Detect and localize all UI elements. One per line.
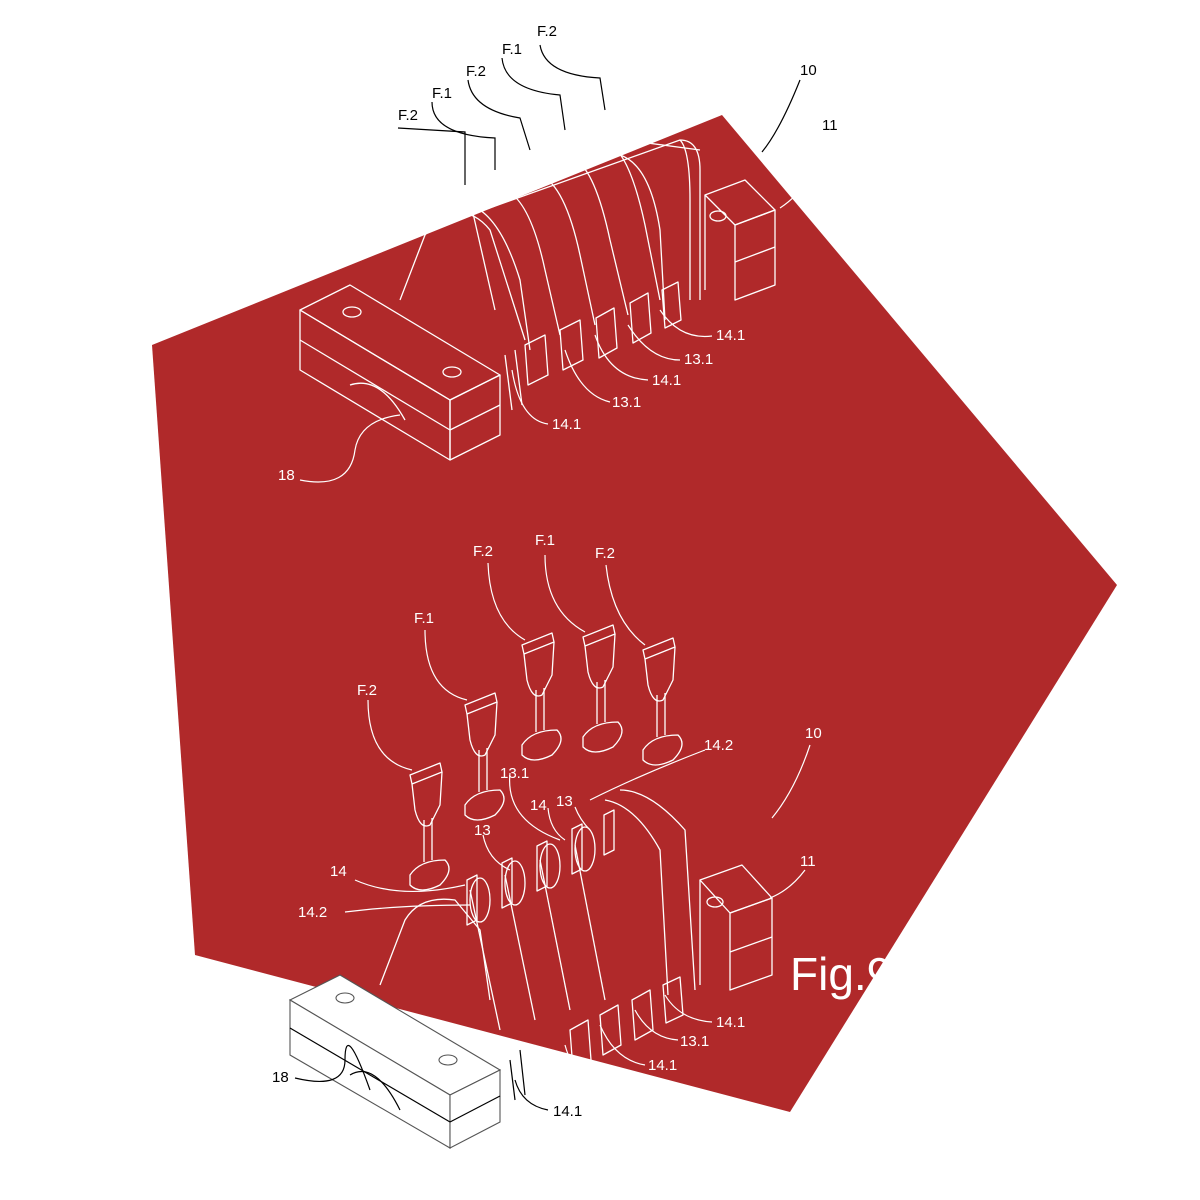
bottom-right-label-5: 14.1 bbox=[553, 1103, 582, 1120]
bottom-arch-body bbox=[379, 789, 696, 1031]
top-right-label-2: 13.1 bbox=[684, 351, 713, 368]
top-base-block bbox=[299, 284, 501, 461]
bottom-fiber-loops bbox=[466, 809, 615, 926]
top-right-label-1: 14.1 bbox=[716, 327, 745, 344]
bottom-assembly bbox=[288, 624, 773, 1149]
bottom-right-label-4: 13.1 bbox=[606, 1080, 635, 1097]
bottom-right-label-3: 14.1 bbox=[648, 1057, 677, 1074]
red-pentagon bbox=[152, 115, 1117, 1112]
bottom-fiber-label-1: F.2 bbox=[357, 682, 377, 699]
top-fiber-clips bbox=[449, 109, 625, 211]
bottom-inner-label-13-right: 13 bbox=[556, 793, 573, 810]
bottom-pin-slots bbox=[509, 976, 684, 1101]
top-right-label-5: 14.1 bbox=[552, 416, 581, 433]
bottom-fiber-label-3: F.2 bbox=[473, 543, 493, 560]
top-fiber-label-3: F.2 bbox=[466, 63, 486, 80]
top-assembly-ref: 10 bbox=[800, 62, 817, 79]
top-fiber-label-5: F.2 bbox=[537, 23, 557, 40]
bottom-right-label-1: 14.1 bbox=[716, 1014, 745, 1031]
bottom-frame-ref: 11 bbox=[800, 853, 816, 870]
top-right-label-3: 14.1 bbox=[652, 372, 681, 389]
bottom-inner-label-14-2-left: 14.2 bbox=[298, 904, 327, 921]
bottom-detached-fibers bbox=[409, 624, 683, 891]
top-pin-slots bbox=[504, 281, 682, 411]
bottom-inner-label-13-left: 13 bbox=[474, 822, 491, 839]
bottom-fiber-label-4: F.1 bbox=[535, 532, 555, 549]
top-arch-body bbox=[399, 139, 701, 341]
top-fiber-label-4: F.1 bbox=[502, 41, 522, 58]
bottom-inner-label-14-left: 14 bbox=[330, 863, 347, 880]
top-base-ref: 18 bbox=[278, 467, 295, 484]
bottom-fiber-label-5: F.2 bbox=[595, 545, 615, 562]
top-assembly bbox=[299, 109, 776, 461]
top-fibers bbox=[419, 139, 701, 351]
bottom-inner-label-14-2-right: 14.2 bbox=[704, 737, 733, 754]
top-fiber-label-1: F.2 bbox=[398, 107, 418, 124]
top-frame-ref: 11 bbox=[822, 117, 838, 134]
bottom-base-block bbox=[288, 974, 502, 1149]
bottom-base-ref: 18 bbox=[272, 1069, 289, 1086]
top-fiber-label-2: F.1 bbox=[432, 85, 452, 102]
leader-lines bbox=[294, 44, 826, 1111]
bottom-assembly-ref: 10 bbox=[805, 725, 822, 742]
bottom-fiber-label-2: F.1 bbox=[414, 610, 434, 627]
top-frame-block bbox=[704, 179, 776, 301]
bottom-right-label-2: 13.1 bbox=[680, 1033, 709, 1050]
labels: F.2 F.1 F.2 F.1 F.2 10 11 14.1 13.1 14.1… bbox=[272, 23, 892, 1120]
bottom-frame-block bbox=[699, 864, 773, 991]
figure-label: Fig.9 bbox=[790, 948, 892, 1000]
top-right-label-4: 13.1 bbox=[612, 394, 641, 411]
bottom-inner-label-13-1: 13.1 bbox=[500, 765, 529, 782]
bottom-inner-label-14-mid: 14 bbox=[530, 797, 547, 814]
